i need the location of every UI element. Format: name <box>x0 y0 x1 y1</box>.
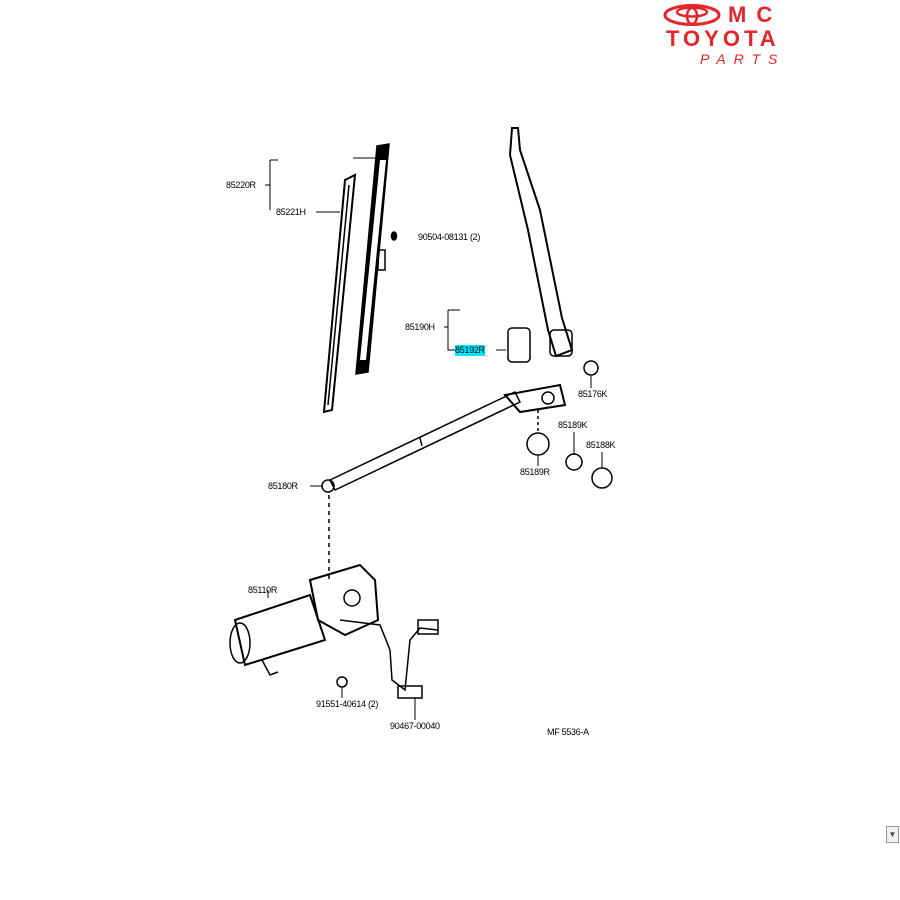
bushing-b-part <box>591 467 613 489</box>
leader-lines <box>265 157 603 720</box>
clamp-part <box>397 685 423 699</box>
wiper-arm-part <box>508 127 574 358</box>
label-bushing-a[interactable]: 85189K <box>558 420 588 430</box>
toyota-emblem-icon <box>663 4 721 26</box>
label-motor[interactable]: 85110R <box>248 585 278 595</box>
wiper-motor-part <box>229 563 439 692</box>
figure-code: MF 5536-A <box>547 727 589 737</box>
label-arm-assy[interactable]: 85190H <box>405 322 435 332</box>
label-blade-assy[interactable]: 85220R <box>226 180 256 190</box>
label-link-rod[interactable]: 85180R <box>268 481 298 491</box>
omc-toyota-parts-logo: MC TOYOTA PARTS <box>660 4 875 68</box>
label-link-bushing[interactable]: 85189R <box>520 467 550 477</box>
bushing-a-part <box>565 453 583 471</box>
logo-mc-text: MC <box>728 2 783 27</box>
arm-cap-part <box>507 327 531 363</box>
label-bushing-b[interactable]: 85188K <box>586 440 616 450</box>
link-rod-part <box>321 383 567 493</box>
label-screw[interactable]: 90504-08131 (2) <box>418 232 481 242</box>
blade-insert-part <box>322 173 357 414</box>
link-bushing-part <box>526 432 550 456</box>
label-blade-insert[interactable]: 85221H <box>276 207 306 217</box>
logo-parts-text: PARTS <box>700 51 786 67</box>
label-clamp[interactable]: 90467-00040 <box>390 721 440 731</box>
screw-part <box>390 231 398 241</box>
label-nut[interactable]: 85176K <box>578 389 608 399</box>
label-arm-cap-highlighted[interactable]: 85192R <box>455 345 485 356</box>
nut-part <box>583 360 599 376</box>
bolt-part <box>336 676 348 688</box>
logo-toyota-text: TOYOTA <box>666 26 780 51</box>
wiper-blade-part <box>355 143 390 375</box>
scroll-down-button[interactable]: ▼ <box>886 826 899 843</box>
label-bolt[interactable]: 91551-40614 (2) <box>316 699 379 709</box>
